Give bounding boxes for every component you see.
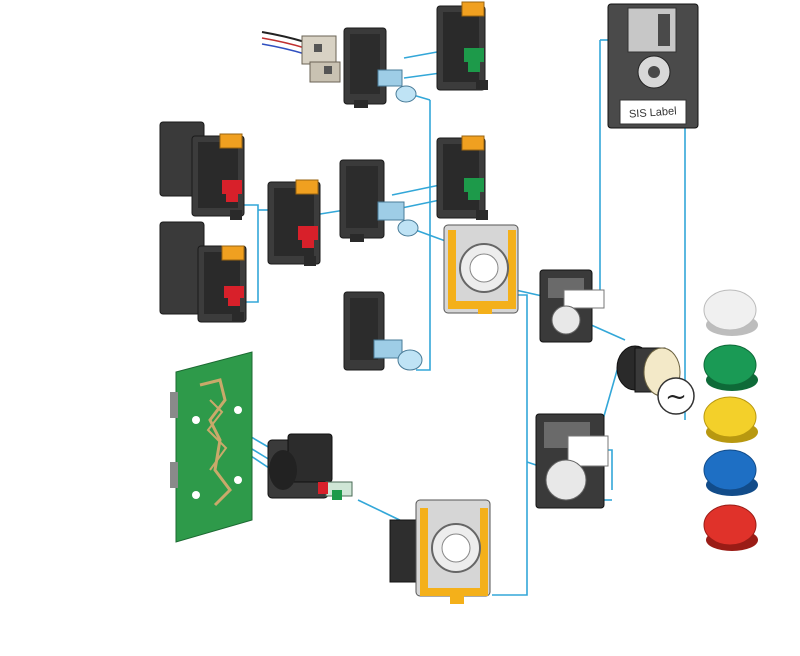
floppy-disk-icon: SIS Label xyxy=(607,3,699,129)
fixing-collar-icon-top xyxy=(443,224,519,314)
contact-block-red-double-bottom xyxy=(159,221,247,323)
contact-block-red-single xyxy=(267,179,321,266)
floppy-label-text: SIS Label xyxy=(629,105,677,120)
pcb-connector-icon xyxy=(267,433,353,500)
cable-connector-icon xyxy=(261,31,341,83)
legend-holder-icon-large xyxy=(535,413,609,509)
fixing-collar-icon-bottom xyxy=(389,499,491,604)
light-block-icon-middle xyxy=(339,159,419,242)
pushbutton-head-icon: ~ xyxy=(616,345,695,415)
contact-block-green-middle xyxy=(436,135,488,220)
yellow-cap-icon xyxy=(703,396,758,443)
blue-cap-icon xyxy=(703,449,758,496)
green-cap-icon xyxy=(703,344,758,391)
contact-block-red-double-top xyxy=(159,121,245,220)
contact-block-green-top xyxy=(436,1,488,91)
red-cap-icon xyxy=(703,504,758,551)
pcb-icon xyxy=(170,351,253,543)
lamp-symbol-text: ~ xyxy=(665,382,687,412)
white-cap-icon xyxy=(703,289,758,336)
light-block-icon-bottom xyxy=(343,291,423,371)
light-block-icon-top xyxy=(343,27,417,108)
legend-holder-icon-small xyxy=(539,269,605,343)
